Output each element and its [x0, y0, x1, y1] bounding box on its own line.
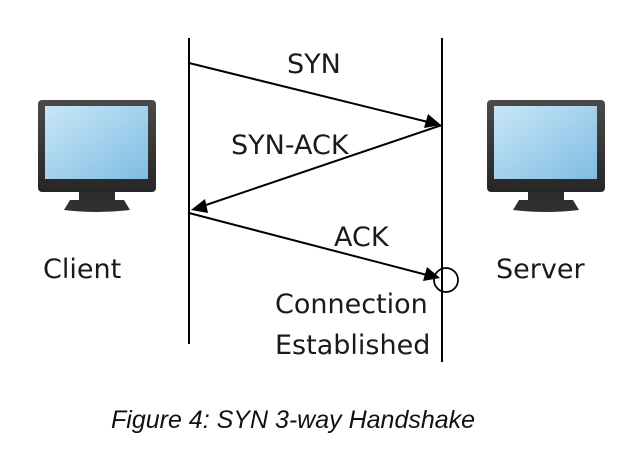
established-label: Established [275, 330, 430, 361]
syn-ack-arrow [191, 124, 443, 213]
client-computer-icon [38, 100, 156, 212]
client-label: Client [43, 254, 121, 285]
connection-label: Connection [275, 289, 428, 320]
figure-caption: Figure 4: SYN 3-way Handshake [111, 406, 475, 434]
syn-ack-label: SYN-ACK [231, 130, 350, 161]
server-label: Server [496, 254, 585, 285]
server-computer-icon [487, 100, 605, 212]
established-circle-icon [433, 267, 459, 293]
syn-arrow [188, 62, 441, 128]
syn-label: SYN [287, 49, 341, 80]
ack-arrow [188, 212, 440, 281]
ack-label: ACK [334, 222, 390, 253]
